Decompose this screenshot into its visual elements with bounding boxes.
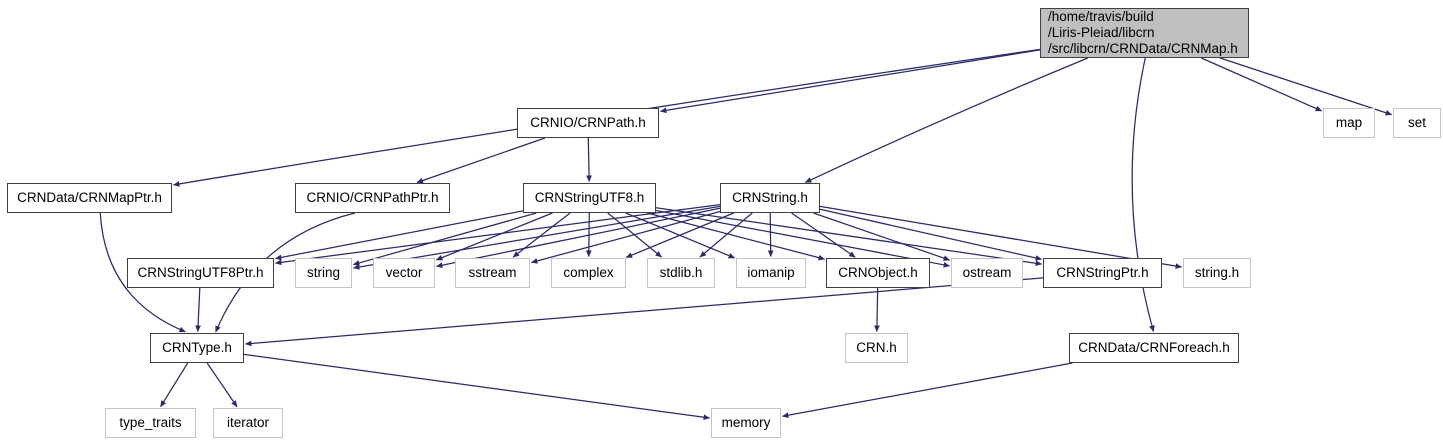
edge-crnstring-to-string — [352, 205, 721, 270]
edge-crnstring-to-vector — [435, 207, 721, 268]
graph-node-complex[interactable]: complex — [551, 258, 626, 288]
edge-crnstringutf8-to-string — [352, 212, 537, 266]
graph-node-crnstringptr[interactable]: CRNStringPtr.h — [1043, 258, 1162, 288]
edge-crnstring-to-complex — [625, 212, 734, 259]
graph-node-crnobject[interactable]: CRNObject.h — [826, 258, 930, 288]
edge-crnstring-to-crnobject — [791, 212, 856, 258]
graph-node-memory[interactable]: memory — [711, 408, 781, 438]
edge-crntype-to-type_traits — [160, 362, 189, 408]
edge-crnstringptr-to-crntype — [244, 277, 1044, 347]
edge-crnstring-to-crnstringutf8ptr — [274, 203, 721, 266]
graph-node-crnpath[interactable]: CRNIO/CRNPath.h — [517, 108, 659, 138]
graph-node-string[interactable]: string — [295, 258, 352, 288]
graph-node-iterator[interactable]: iterator — [213, 408, 283, 438]
edge-crnstringutf8-to-vector — [435, 212, 553, 261]
edge-crnstringutf8-to-crnstringptr — [655, 207, 1043, 267]
graph-node-crnstringutf8[interactable]: CRNStringUTF8.h — [523, 183, 656, 213]
graph-node-crnh[interactable]: CRN.h — [845, 333, 908, 363]
edge-crnforeach-to-memory — [781, 362, 1073, 419]
edge-root-to-crnforeach — [1131, 57, 1155, 333]
edge-crnstringutf8-to-crnobject — [647, 212, 826, 261]
graph-node-crnmapptr[interactable]: CRNData/CRNMapPtr.h — [7, 183, 172, 213]
edge-crnstringutf8ptr-to-crntype — [195, 287, 201, 333]
graph-node-ostream[interactable]: ostream — [951, 258, 1023, 288]
graph-node-crnpathptr[interactable]: CRNIO/CRNPathPtr.h — [295, 183, 450, 213]
edge-crnstringutf8-to-sstream — [512, 212, 571, 258]
edge-crnstring-to-crnstringptr — [819, 208, 1043, 261]
edge-crnstringutf8-to-ostream — [655, 209, 951, 268]
graph-node-root: /home/travis/build /Liris-Pleiad/libcrn … — [1040, 8, 1249, 58]
edge-root-to-map — [1201, 57, 1323, 112]
edge-layer — [99, 48, 1393, 421]
graph-node-stringh[interactable]: string.h — [1183, 258, 1251, 288]
edge-crnpathptr-to-crntype — [215, 212, 356, 333]
edge-crntype-to-memory — [243, 353, 711, 421]
graph-node-map[interactable]: map — [1323, 108, 1375, 138]
edge-crnstring-to-ostream — [813, 212, 951, 261]
graph-node-iomanip[interactable]: iomanip — [736, 258, 806, 288]
edge-crnobject-to-crnh — [874, 287, 880, 333]
graph-node-sstream[interactable]: sstream — [455, 258, 530, 288]
edge-crnpath-to-crnstringutf8 — [586, 137, 592, 183]
edge-crnmapptr-to-crntype — [99, 212, 186, 333]
graph-node-vector[interactable]: vector — [373, 258, 435, 288]
edge-root-to-set — [1219, 57, 1393, 116]
graph-node-stdlib[interactable]: stdlib.h — [647, 258, 715, 288]
graph-node-type_traits[interactable]: type_traits — [105, 408, 196, 438]
graph-node-crnstringutf8ptr[interactable]: CRNStringUTF8Ptr.h — [127, 258, 274, 288]
graph-node-crnforeach[interactable]: CRNData/CRNForeach.h — [1069, 333, 1239, 363]
edge-root-to-crnstring — [804, 57, 1088, 183]
edge-crnstring-to-iomanip — [767, 212, 774, 258]
edge-crnstring-to-stdlib — [699, 212, 753, 258]
graph-node-crntype[interactable]: CRNType.h — [150, 333, 244, 363]
edge-crnpath-to-crnpathptr — [416, 137, 546, 184]
edge-crnstring-to-sstream — [530, 210, 721, 264]
graph-node-crnstring[interactable]: CRNString.h — [720, 183, 820, 213]
edge-root-to-crnpath — [659, 49, 1041, 114]
graph-node-set[interactable]: set — [1393, 108, 1441, 138]
edge-crntype-to-iterator — [206, 362, 238, 408]
edge-crnstringutf8-to-crnstringutf8ptr — [274, 210, 524, 261]
edge-crnstring-to-stringh — [819, 205, 1183, 269]
